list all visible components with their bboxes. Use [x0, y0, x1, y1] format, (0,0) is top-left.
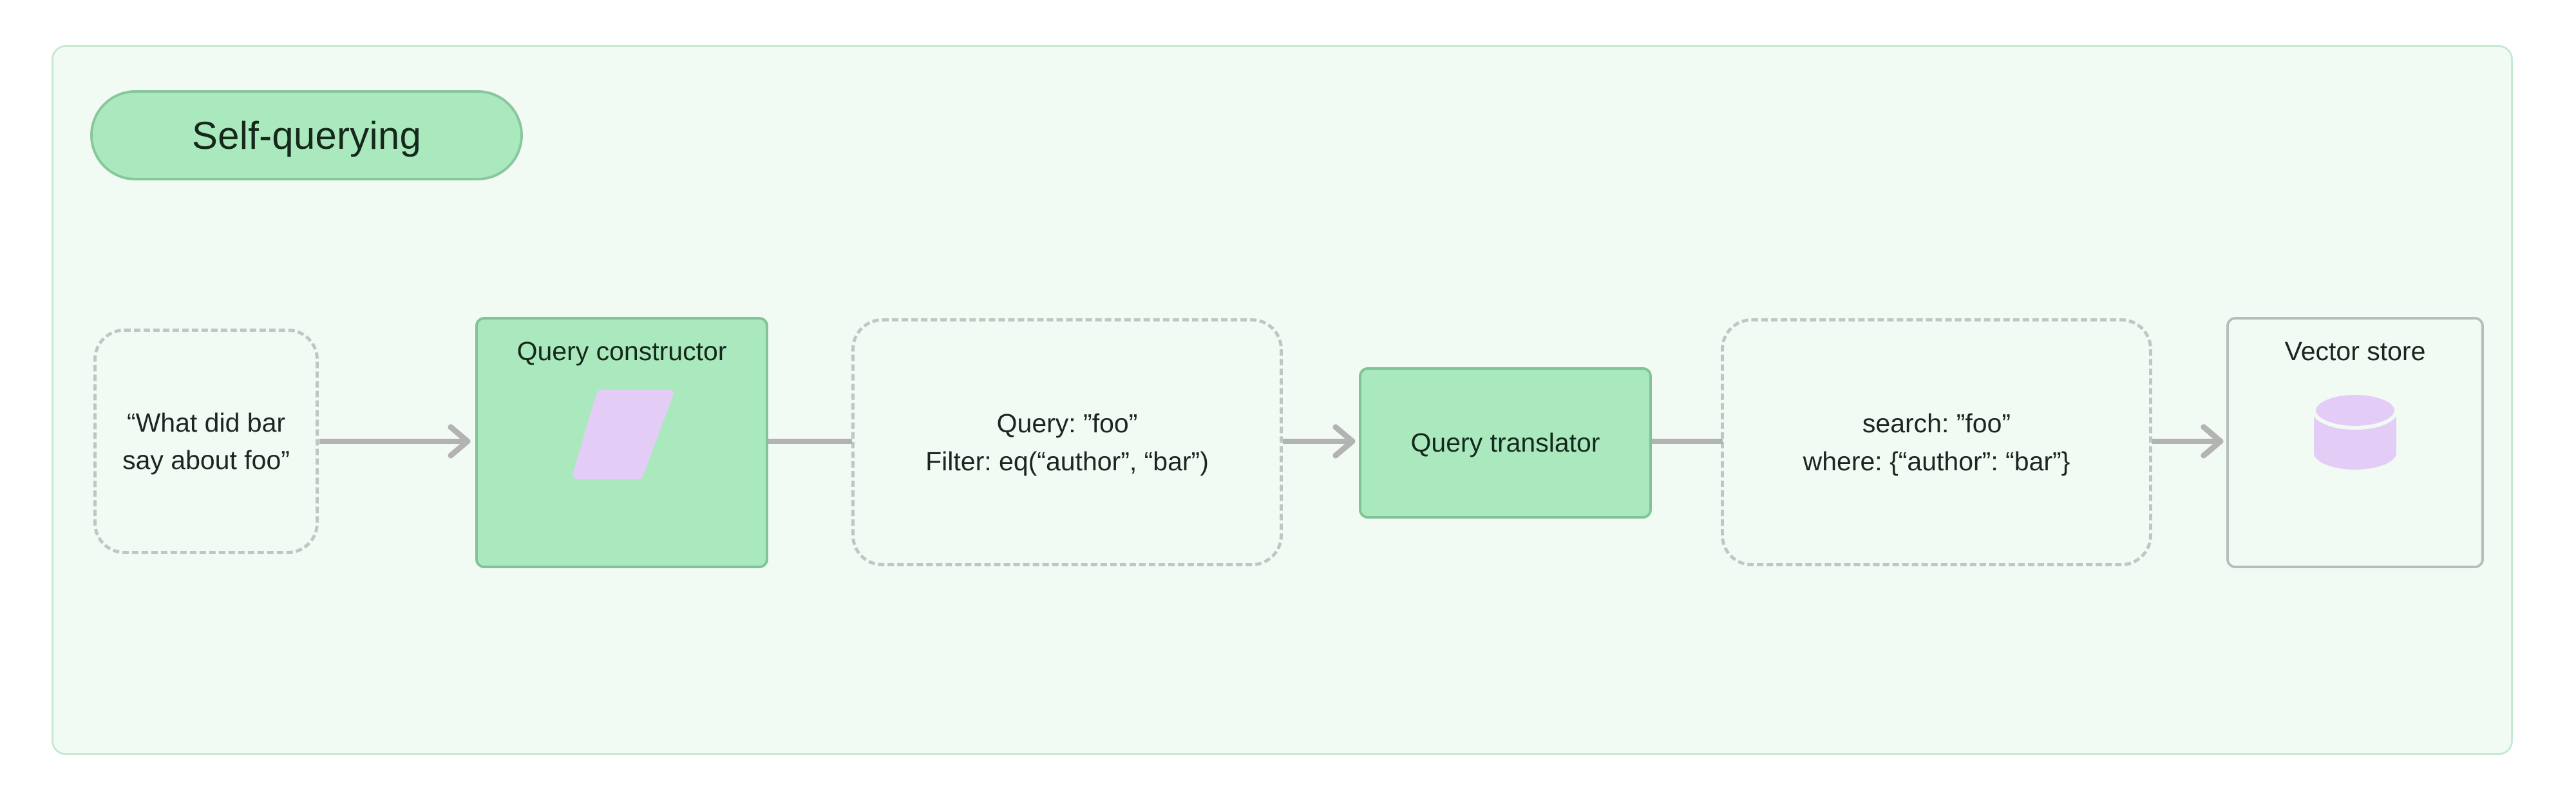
- database-cylinder-icon: [2311, 382, 2399, 472]
- node-user-question-line2: say about foo”: [122, 445, 290, 475]
- node-translated-query-line1: search: ”foo”: [1862, 408, 2011, 439]
- subgraph-title-pill: Self-querying: [90, 90, 523, 180]
- node-vector-store[interactable]: Vector store: [2226, 317, 2484, 568]
- subgraph-title-label: Self-querying: [191, 113, 422, 157]
- node-translated-query[interactable]: search: ”foo” where: {“author”: “bar”}: [1721, 318, 2152, 566]
- node-structured-query[interactable]: Query: ”foo” Filter: eq(“author”, “bar”): [851, 318, 1283, 566]
- node-query-translator[interactable]: Query translator: [1359, 367, 1652, 519]
- node-query-constructor-label: Query constructor: [516, 336, 727, 366]
- node-vector-store-label: Vector store: [2284, 336, 2426, 366]
- node-structured-query-line2: Filter: eq(“author”, “bar”): [925, 446, 1209, 476]
- node-query-constructor[interactable]: Query constructor: [475, 317, 768, 568]
- llm-parallelogram-icon: [571, 386, 674, 483]
- node-user-question[interactable]: “What did bar say about foo”: [93, 329, 319, 554]
- node-query-translator-label: Query translator: [1410, 428, 1600, 457]
- node-translated-query-line2: where: {“author”: “bar”}: [1803, 446, 2070, 476]
- node-user-question-line1: “What did bar: [126, 407, 286, 437]
- node-structured-query-line1: Query: ”foo”: [996, 408, 1138, 439]
